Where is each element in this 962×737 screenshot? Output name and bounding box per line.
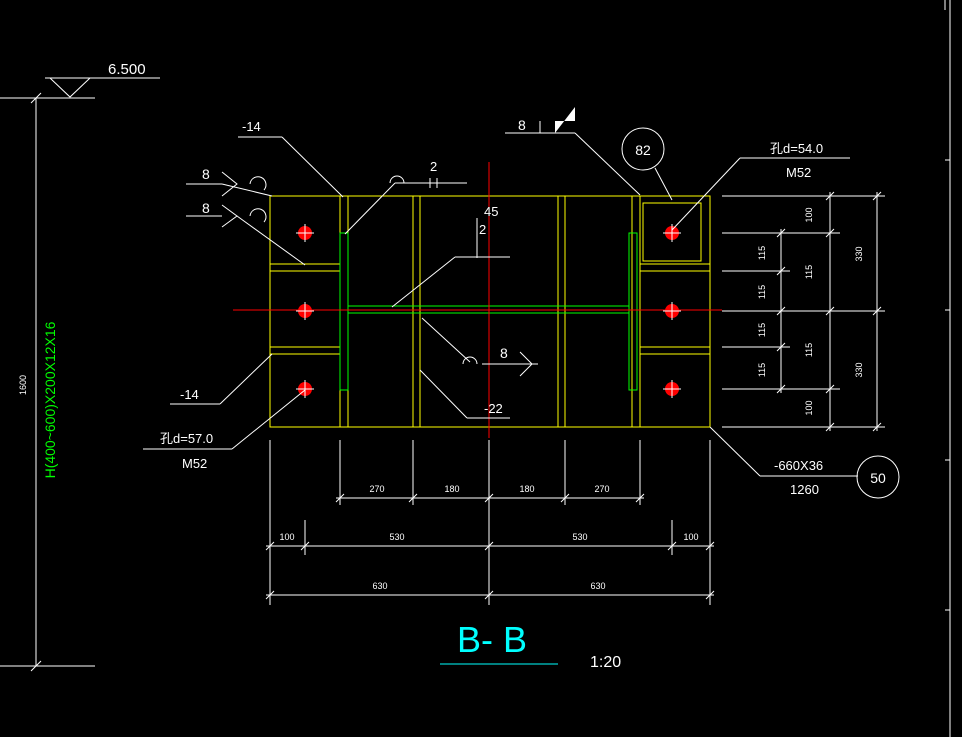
weld-flag-icon: [555, 107, 575, 133]
dim-label: 630: [372, 581, 387, 591]
dim-label: 100: [683, 532, 698, 542]
dim-label: 180: [444, 484, 459, 494]
weld-bevel: 45: [484, 204, 498, 219]
bolt: [663, 380, 681, 398]
dim-label: 100: [279, 532, 294, 542]
hole-right-label: 孔d=54.0: [770, 141, 823, 156]
rib-thk-label: -22: [484, 401, 503, 416]
dim-label: 115: [757, 363, 767, 377]
bolt: [296, 224, 314, 242]
dim-label: 270: [369, 484, 384, 494]
bolt: [296, 302, 314, 320]
base-plate-label: -660X36: [774, 458, 823, 473]
centerlines: [233, 162, 722, 438]
elevation-label: 6.500: [108, 61, 146, 78]
weld-size-1: 8: [202, 166, 210, 182]
dim-label: 330: [854, 246, 864, 261]
dim-label: 330: [854, 362, 864, 377]
weld-size-mid: 2: [430, 159, 437, 174]
bottom-dimensions: [265, 440, 715, 605]
right-dimensions: [722, 191, 885, 432]
weld-size-center: 2: [479, 222, 486, 237]
weld-size-bottom: 8: [500, 345, 508, 361]
dim-label: 100: [804, 207, 814, 222]
dim-label: 270: [594, 484, 609, 494]
bubble-50-label: 50: [870, 470, 886, 486]
dim-label: 530: [572, 532, 587, 542]
left-total-dim: 1600: [18, 375, 28, 395]
section-title: B- B: [457, 619, 527, 660]
base-plate-outline: [269, 195, 711, 428]
bottom-dim-labels: 270 180 180 270 100 530 530 100 630 630: [279, 484, 698, 591]
dim-label: 115: [804, 343, 814, 357]
bubble-82-label: 82: [635, 142, 651, 158]
bolt-left-label: M52: [182, 456, 207, 471]
column-spec-label: H(400~600)X200X12X16: [42, 321, 58, 478]
left-dimension: [0, 92, 95, 672]
elevation-mark: [0, 77, 160, 99]
dim-label: 115: [804, 265, 814, 279]
dim-label: 115: [757, 323, 767, 337]
plate-thk-left: -14: [180, 387, 199, 402]
plate-thk-top: -14: [242, 119, 261, 134]
scale-label: 1:20: [590, 654, 621, 671]
base-plate-length: 1260: [790, 482, 819, 497]
bolt-right-label: M52: [786, 165, 811, 180]
right-dim-labels: 100 115 115 100 115 115 115 115 330 330: [757, 207, 864, 415]
leaders: [143, 121, 900, 499]
weld-size-2: 8: [202, 200, 210, 216]
dim-label: 530: [389, 532, 404, 542]
bolt: [663, 224, 681, 242]
dim-label: 115: [757, 285, 767, 299]
weld-size-flag: 8: [518, 117, 526, 133]
dim-label: 115: [757, 246, 767, 260]
anchor-bolts: [296, 224, 681, 398]
dim-label: 180: [519, 484, 534, 494]
dim-label: 100: [804, 400, 814, 415]
dim-label: 630: [590, 581, 605, 591]
bolt: [663, 302, 681, 320]
hole-left-label: 孔d=57.0: [160, 431, 213, 446]
